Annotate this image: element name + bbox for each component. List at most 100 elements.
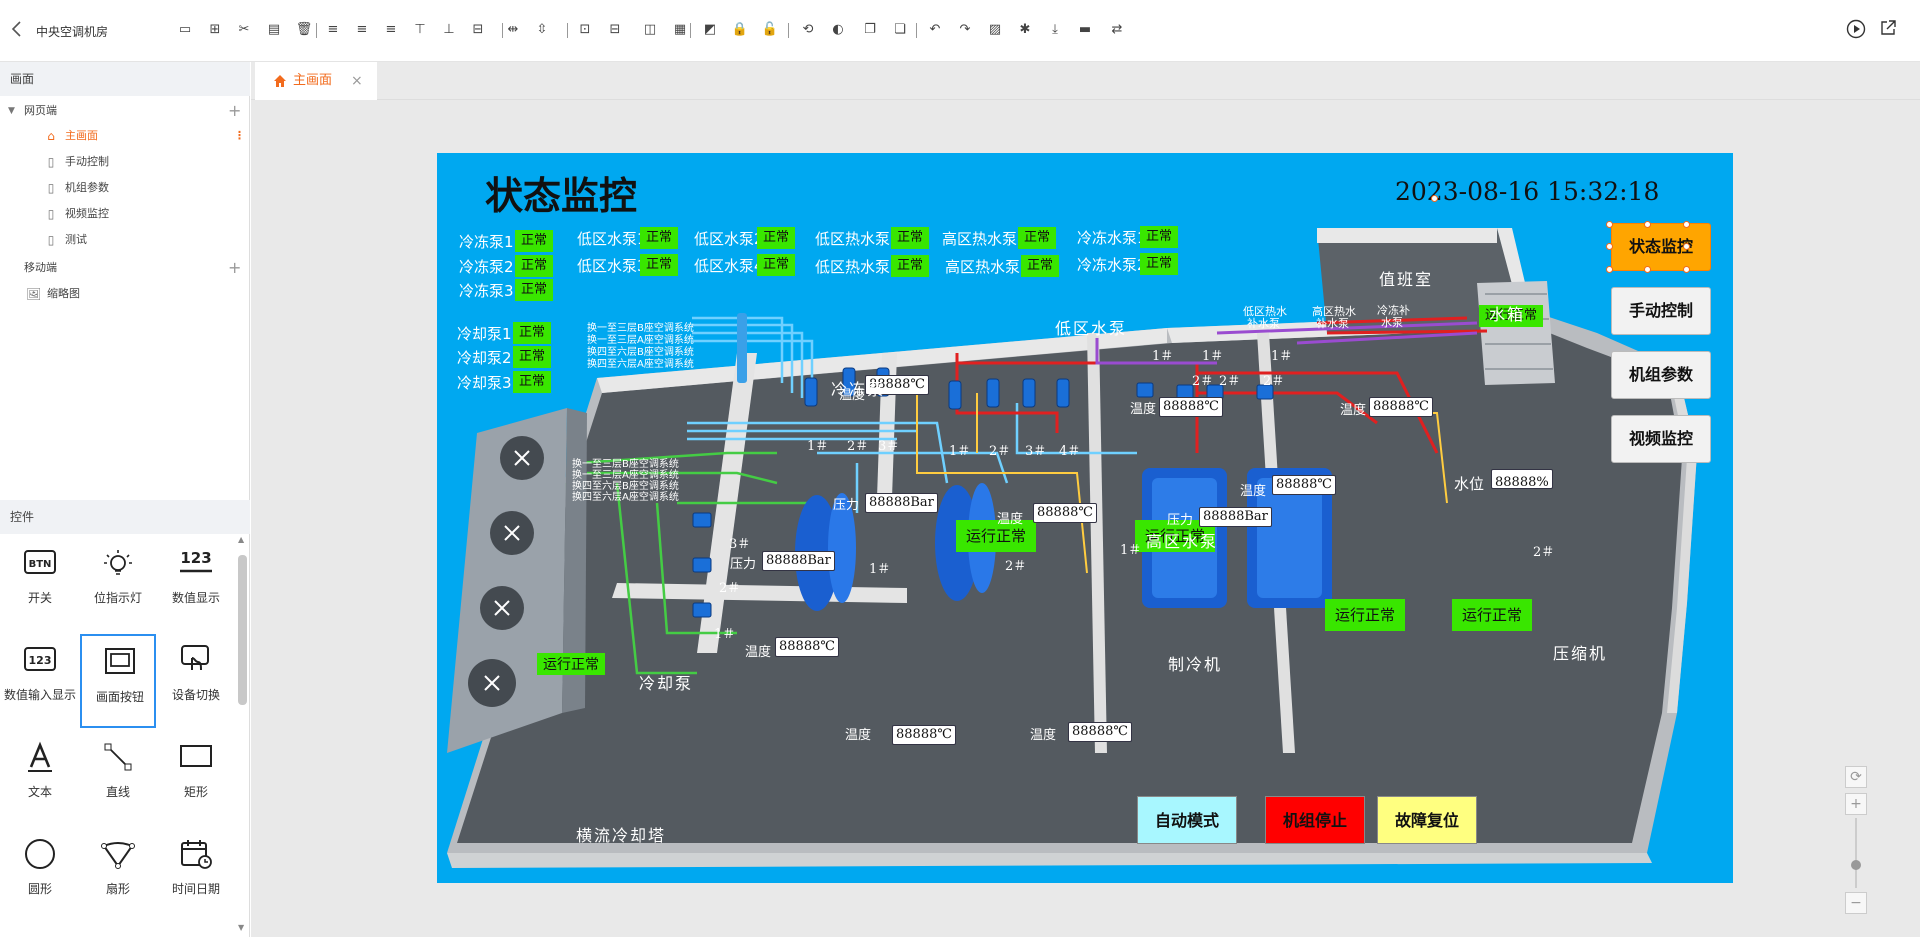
delete-icon[interactable]: 🗑 xyxy=(295,22,313,37)
pump-name-label: 低区热水泵2 xyxy=(815,258,900,276)
cut-icon[interactable]: ✂ xyxy=(238,22,250,37)
paste-icon[interactable]: ▤ xyxy=(267,22,281,37)
control-datetime[interactable]: 时间日期 xyxy=(158,828,234,922)
control-line[interactable]: 直线 xyxy=(80,731,156,825)
add-page-icon[interactable]: + xyxy=(228,258,242,277)
home-icon xyxy=(273,62,287,104)
scroll-down-icon[interactable]: ▼ xyxy=(238,923,245,932)
rotate-icon[interactable]: ⟲ xyxy=(802,22,814,37)
nav-button-video[interactable]: 视频监控 xyxy=(1611,415,1711,463)
control-text[interactable]: 文本 xyxy=(2,731,78,825)
selection-handle[interactable] xyxy=(1606,243,1613,250)
swap-icon[interactable]: ⇄ xyxy=(1111,22,1123,37)
selection-handle[interactable] xyxy=(1644,221,1651,228)
selection-handle[interactable] xyxy=(1606,266,1613,273)
component-icon[interactable]: ✱ xyxy=(1019,22,1031,37)
distribute-h-icon[interactable]: ⇹ xyxy=(507,22,519,37)
selection-handle[interactable] xyxy=(1606,221,1613,228)
fit-screen-icon[interactable]: ⟳ xyxy=(1845,766,1867,788)
preview-play-icon[interactable] xyxy=(1844,19,1868,43)
send-back-icon[interactable]: ❏ xyxy=(894,22,906,37)
selection-handle[interactable] xyxy=(1683,266,1690,273)
align-right-icon[interactable]: ≡ xyxy=(385,22,397,37)
mode-button-stop[interactable]: 机组停止 xyxy=(1265,796,1365,844)
palette-scrollbar[interactable]: ▲ ▼ xyxy=(236,535,248,935)
new-page-icon[interactable]: ⊞ xyxy=(209,22,221,37)
grid-icon[interactable]: ▦ xyxy=(673,22,687,37)
unlock-icon[interactable]: 🔓 xyxy=(761,22,779,37)
align-bottom-icon[interactable]: ⊥ xyxy=(443,22,455,37)
zoom-in-icon[interactable]: + xyxy=(1845,793,1867,815)
selection-handle[interactable] xyxy=(1683,221,1690,228)
bring-front-icon[interactable]: ❐ xyxy=(864,22,876,37)
control-label: 设备切换 xyxy=(171,688,220,702)
align-top-icon[interactable]: ⊤ xyxy=(414,22,426,37)
sidebar-item-page[interactable]: ⌂主画面⋮ xyxy=(0,124,250,148)
sidebar-item-page[interactable]: ▯机组参数 xyxy=(0,176,250,200)
mode-button-auto[interactable]: 自动模式 xyxy=(1137,796,1237,844)
ungroup-icon[interactable]: ⊟ xyxy=(609,22,621,37)
align-left-icon[interactable]: ≡ xyxy=(327,22,339,37)
control-device-switch[interactable]: 设备切换 xyxy=(158,634,234,728)
temperature-readout: 88888℃ xyxy=(1068,722,1132,742)
sidebar-item-label: 主画面 xyxy=(65,129,98,142)
tab-main[interactable]: 主画面 × xyxy=(255,62,377,100)
more-options-icon[interactable]: ⋮ xyxy=(234,129,245,142)
pump-status-badge: 正常 xyxy=(640,227,679,249)
group-icon[interactable]: ⊡ xyxy=(579,22,591,37)
scroll-up-icon[interactable]: ▲ xyxy=(238,535,245,544)
layer-icon[interactable]: ◩ xyxy=(703,22,717,37)
nav-button-params[interactable]: 机组参数 xyxy=(1611,351,1711,399)
align-middle-icon[interactable]: ⊟ xyxy=(472,22,484,37)
image-icon[interactable]: ▨ xyxy=(988,22,1002,37)
control-circle[interactable]: 圆形 xyxy=(2,828,78,922)
sidebar-item-thumbnail[interactable]: 🖼 缩略图 xyxy=(0,282,250,306)
lock-icon[interactable]: 🔒 xyxy=(731,22,749,37)
mode-button-reset[interactable]: 故障复位 xyxy=(1377,796,1477,844)
pump-status-badge: 正常 xyxy=(515,230,554,252)
water-level-label: 水位 xyxy=(1454,475,1485,493)
palette-scroll-thumb[interactable] xyxy=(238,555,247,705)
flip-icon[interactable]: ◐ xyxy=(832,22,844,37)
selection-handle[interactable] xyxy=(1683,243,1690,250)
export-icon[interactable]: ⤓ xyxy=(1052,22,1058,37)
distribute-v-icon[interactable]: ⇳ xyxy=(536,22,548,37)
zoom-slider-knob[interactable] xyxy=(1851,860,1861,870)
sidebar-item-page[interactable]: ▯手动控制 xyxy=(0,150,250,174)
zoom-slider-track[interactable] xyxy=(1855,818,1857,888)
selection-handle[interactable] xyxy=(1644,266,1651,273)
control-screen-button[interactable]: 画面按钮 xyxy=(80,634,156,728)
unit-number-label: 2＃ xyxy=(847,439,869,454)
sidebar-item-page[interactable]: ▯视频监控 xyxy=(0,202,250,226)
pump-name-label: 冷冻水泵1 xyxy=(1077,229,1147,247)
control-bulb[interactable]: 位指示灯 xyxy=(80,537,156,631)
web-group[interactable]: ▼ 网页端 + xyxy=(0,100,250,122)
video-icon[interactable]: ▬ xyxy=(1078,22,1092,37)
undo-icon[interactable]: ↶ xyxy=(929,22,941,37)
makeup-pump-label: 低区热水 xyxy=(1243,305,1287,318)
temperature-label: 温度 xyxy=(1130,402,1157,417)
control-rectangle[interactable]: 矩形 xyxy=(158,731,234,825)
unit-number-label: 2＃ xyxy=(719,581,741,596)
selection-handle[interactable] xyxy=(1431,195,1438,202)
open-external-icon[interactable] xyxy=(1876,19,1900,43)
pressure-label: 压力 xyxy=(1167,513,1194,528)
nav-button-manual[interactable]: 手动控制 xyxy=(1611,287,1711,335)
control-sector[interactable]: 扇形 xyxy=(80,828,156,922)
caret-down-icon[interactable]: ▼ xyxy=(8,106,15,116)
nav-button-status[interactable]: 状态监控 xyxy=(1611,223,1711,271)
save-icon[interactable]: ▭ xyxy=(178,22,192,37)
add-page-icon[interactable]: + xyxy=(228,101,242,120)
sidebar-item-page[interactable]: ▯测试 xyxy=(0,228,250,252)
size-icon[interactable]: ◫ xyxy=(643,22,657,37)
zoom-out-icon[interactable]: − xyxy=(1845,892,1867,914)
align-center-icon[interactable]: ≡ xyxy=(356,22,368,37)
mobile-group[interactable]: 移动端 + xyxy=(0,257,250,279)
back-chevron-icon[interactable] xyxy=(10,20,26,40)
redo-icon[interactable]: ↷ xyxy=(959,22,971,37)
close-tab-icon[interactable]: × xyxy=(351,73,363,89)
